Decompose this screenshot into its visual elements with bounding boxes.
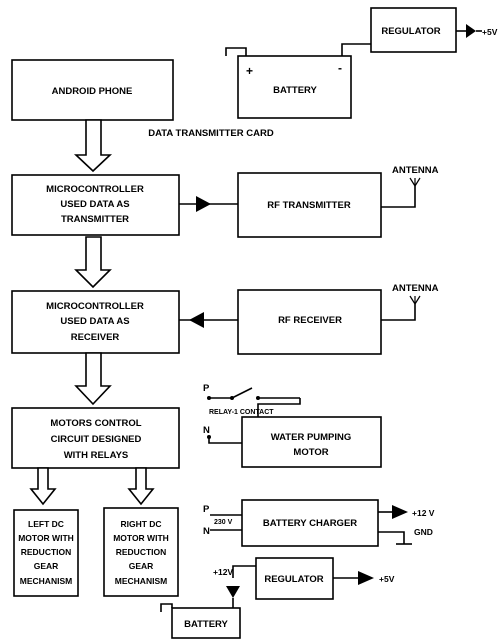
motors-control-line-3: WITH RELAYS	[64, 450, 129, 461]
antenna-tx-icon	[409, 177, 421, 187]
left-motor-line-3: REDUCTION	[21, 547, 72, 557]
plus5v-bottom-label: +5V	[379, 574, 395, 584]
battery-bottom-label: BATTERY	[184, 619, 228, 630]
right-motor-line-5: MECHANISM	[115, 576, 167, 586]
gnd-wire	[378, 531, 405, 544]
plus12v-in-label: +12V	[213, 567, 233, 577]
right-motor-box	[103, 507, 179, 597]
mcu-rx-line-1: MICROCONTROLLER	[46, 301, 144, 312]
left-motor-line-2: MOTOR WITH	[18, 533, 74, 543]
mcu-receiver-box	[11, 290, 180, 354]
android-phone-label: ANDROID PHONE	[52, 86, 133, 97]
motors-control-line-2: CIRCUIT DESIGNED	[51, 434, 142, 445]
down-arrow-icon	[74, 236, 112, 289]
battery-to-regulator-wire	[232, 565, 256, 578]
gnd-label: GND	[414, 527, 433, 537]
motors-control-line-1: MOTORS CONTROL	[50, 418, 141, 429]
n-charger-label: N	[203, 526, 210, 537]
mcu-rx-line-2: USED DATA AS	[60, 316, 129, 327]
water-pump-line-1: WATER PUMPING	[271, 432, 352, 443]
relay-contact-label: RELAY-1 CONTACT	[209, 409, 274, 416]
rf-transmitter-box	[237, 172, 382, 238]
water-pump-box	[241, 416, 382, 468]
left-motor-line-5: MECHANISM	[20, 576, 72, 586]
down-arrow-icon	[127, 467, 155, 506]
right-motor-line-2: MOTOR WITH	[113, 533, 169, 543]
battery-plus-terminal-wire	[225, 47, 247, 56]
left-motor-line-1: LEFT DC	[28, 519, 64, 529]
mcu-tx-line-1: MICROCONTROLLER	[46, 184, 144, 195]
right-motor-line-1: RIGHT DC	[120, 519, 161, 529]
output-arrow-icon	[392, 505, 408, 519]
down-arrow-icon	[73, 119, 113, 173]
antenna-tx-wire	[381, 186, 416, 208]
rf-receiver-label: RF RECEIVER	[278, 315, 342, 326]
output-arrow-icon	[358, 571, 374, 585]
rf-receiver-box	[237, 289, 382, 355]
battery-top-label: BATTERY	[273, 85, 317, 96]
regulator-bottom-label: REGULATOR	[264, 574, 323, 585]
mcu-tx-line-3: TRANSMITTER	[61, 214, 129, 225]
battery-bottom-box	[171, 607, 241, 639]
regulator-top-label: REGULATOR	[381, 26, 440, 37]
plus12v-out-label: +12 V	[412, 508, 435, 518]
n-relay-label: N	[203, 425, 210, 436]
antenna-tx-label: ANTENNA	[392, 165, 439, 176]
relay-switch	[231, 387, 253, 399]
android-phone-box	[11, 59, 174, 121]
antenna-rx-wire	[381, 304, 416, 321]
battery-bottom-terminal-wire	[160, 603, 173, 612]
battery-charger-box	[241, 499, 379, 547]
battery-plus-label: +	[246, 64, 253, 78]
antenna-rx-icon	[409, 295, 421, 305]
data-transmitter-card-label: DATA TRANSMITTER CARD	[148, 128, 274, 139]
battery-minus-to-regulator-wire	[341, 43, 371, 56]
water-pump-line-2: MOTOR	[293, 447, 328, 458]
left-arrow-icon	[189, 312, 204, 328]
rf-transmitter-label: RF TRANSMITTER	[267, 200, 351, 211]
mcu-rx-line-3: RECEIVER	[71, 332, 120, 343]
left-motor-line-4: GEAR	[34, 561, 59, 571]
v230-label: 230 V	[214, 519, 233, 526]
battery-top-box	[237, 55, 352, 119]
regulator-top-box	[370, 7, 457, 53]
plus5v-top-label: +5V	[482, 27, 498, 37]
antenna-rx-label: ANTENNA	[392, 283, 439, 294]
left-motor-box	[13, 509, 79, 597]
battery-minus-label: -	[338, 61, 342, 75]
neutral-wire	[208, 437, 242, 444]
p-relay-label: P	[203, 383, 210, 394]
right-motor-line-3: REDUCTION	[116, 547, 167, 557]
output-arrow-icon	[466, 24, 476, 38]
down-arrow-icon	[74, 352, 112, 406]
p-charger-label: P	[203, 504, 210, 515]
down-arrow-icon	[226, 586, 240, 598]
mcu-transmitter-box	[11, 174, 180, 236]
mcu-tx-line-2: USED DATA AS	[60, 199, 129, 210]
right-motor-line-4: GEAR	[129, 561, 154, 571]
down-arrow-icon	[29, 467, 57, 506]
relay-to-pump-wire	[257, 398, 301, 417]
motors-control-box	[11, 407, 180, 469]
right-arrow-icon	[196, 196, 211, 212]
regulator-bottom-box	[255, 557, 334, 600]
battery-charger-label: BATTERY CHARGER	[263, 518, 357, 529]
